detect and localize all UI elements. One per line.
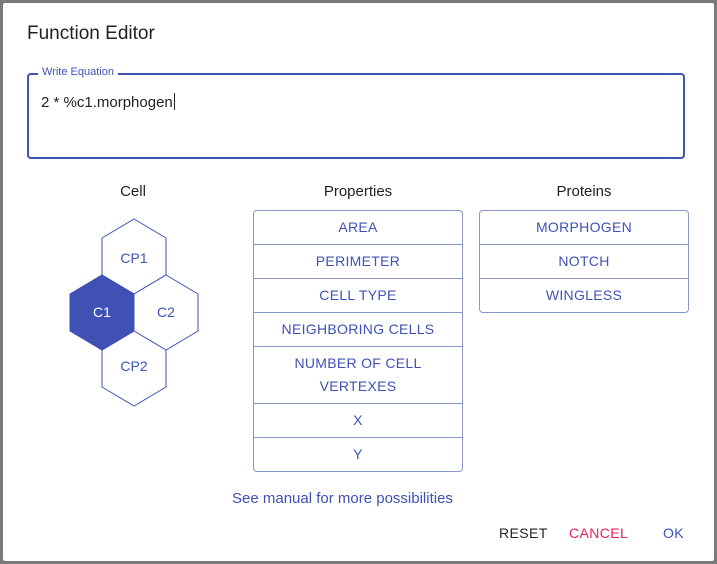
protein-notch[interactable]: NOTCH: [480, 245, 688, 279]
hex-c1[interactable]: C1: [69, 274, 135, 351]
cancel-button[interactable]: CANCEL: [569, 525, 629, 541]
property-number-of-cell-vertexes[interactable]: NUMBER OF CELL VERTEXES: [254, 347, 462, 404]
hex-cp2-label: CP2: [120, 358, 147, 374]
cell-heading: Cell: [120, 183, 146, 200]
protein-wingless[interactable]: WINGLESS: [545, 287, 623, 303]
cell-hex-diagram: CP1 C2 CP2 C1: [69, 218, 199, 407]
equation-field-label: Write Equation: [38, 66, 118, 78]
hex-c2[interactable]: C2: [133, 274, 199, 351]
properties-heading: Properties: [323, 183, 393, 200]
function-editor-dialog: Function Editor Write Equation 2 * %c1.m…: [3, 3, 714, 561]
property-y[interactable]: Y: [353, 446, 363, 462]
protein-morphogen[interactable]: MORPHOGEN: [480, 211, 688, 245]
hex-c1-label: C1: [93, 304, 111, 320]
ok-button[interactable]: OK: [663, 525, 685, 541]
reset-button[interactable]: RESET: [499, 525, 548, 541]
dialog-title: Function Editor: [27, 23, 155, 44]
property-area[interactable]: AREA: [254, 211, 462, 245]
property-perimeter[interactable]: PERIMETER: [254, 245, 462, 279]
proteins-heading: Proteins: [556, 183, 612, 200]
property-x[interactable]: X: [254, 404, 462, 438]
hex-c2-label: C2: [157, 304, 175, 320]
hex-cp1[interactable]: CP1: [101, 218, 167, 295]
equation-field[interactable]: Write Equation 2 * %c1.morphogen: [27, 66, 685, 159]
proteins-list: MORPHOGEN NOTCH WINGLESS: [479, 210, 689, 313]
equation-input[interactable]: 2 * %c1.morphogen: [41, 94, 173, 111]
hex-cp1-label: CP1: [120, 250, 147, 266]
manual-link[interactable]: See manual for more possibilities: [232, 490, 453, 507]
property-cell-type[interactable]: CELL TYPE: [254, 279, 462, 313]
property-neighboring-cells[interactable]: NEIGHBORING CELLS: [254, 313, 462, 347]
properties-list: AREA PERIMETER CELL TYPE NEIGHBORING CEL…: [253, 210, 463, 472]
